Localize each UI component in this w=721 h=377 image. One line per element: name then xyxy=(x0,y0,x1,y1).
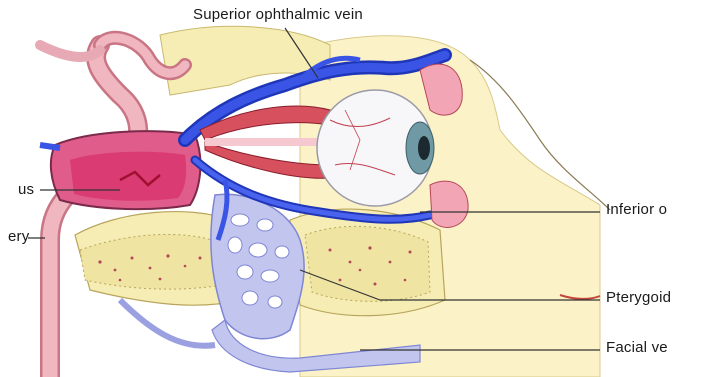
label-superior-ophthalmic-vein: Superior ophthalmic vein xyxy=(193,6,363,23)
label-cavernous-sinus: us xyxy=(18,181,34,198)
label-facial-vein: Facial ve xyxy=(606,339,668,356)
eyeball xyxy=(317,90,434,206)
label-carotid-artery: ery xyxy=(8,228,29,245)
cavernous-sinus xyxy=(40,131,200,209)
label-inferior-ophthalmic-vein: Inferior o xyxy=(606,201,667,218)
label-pterygoid-plexus: Pterygoid xyxy=(606,289,671,306)
